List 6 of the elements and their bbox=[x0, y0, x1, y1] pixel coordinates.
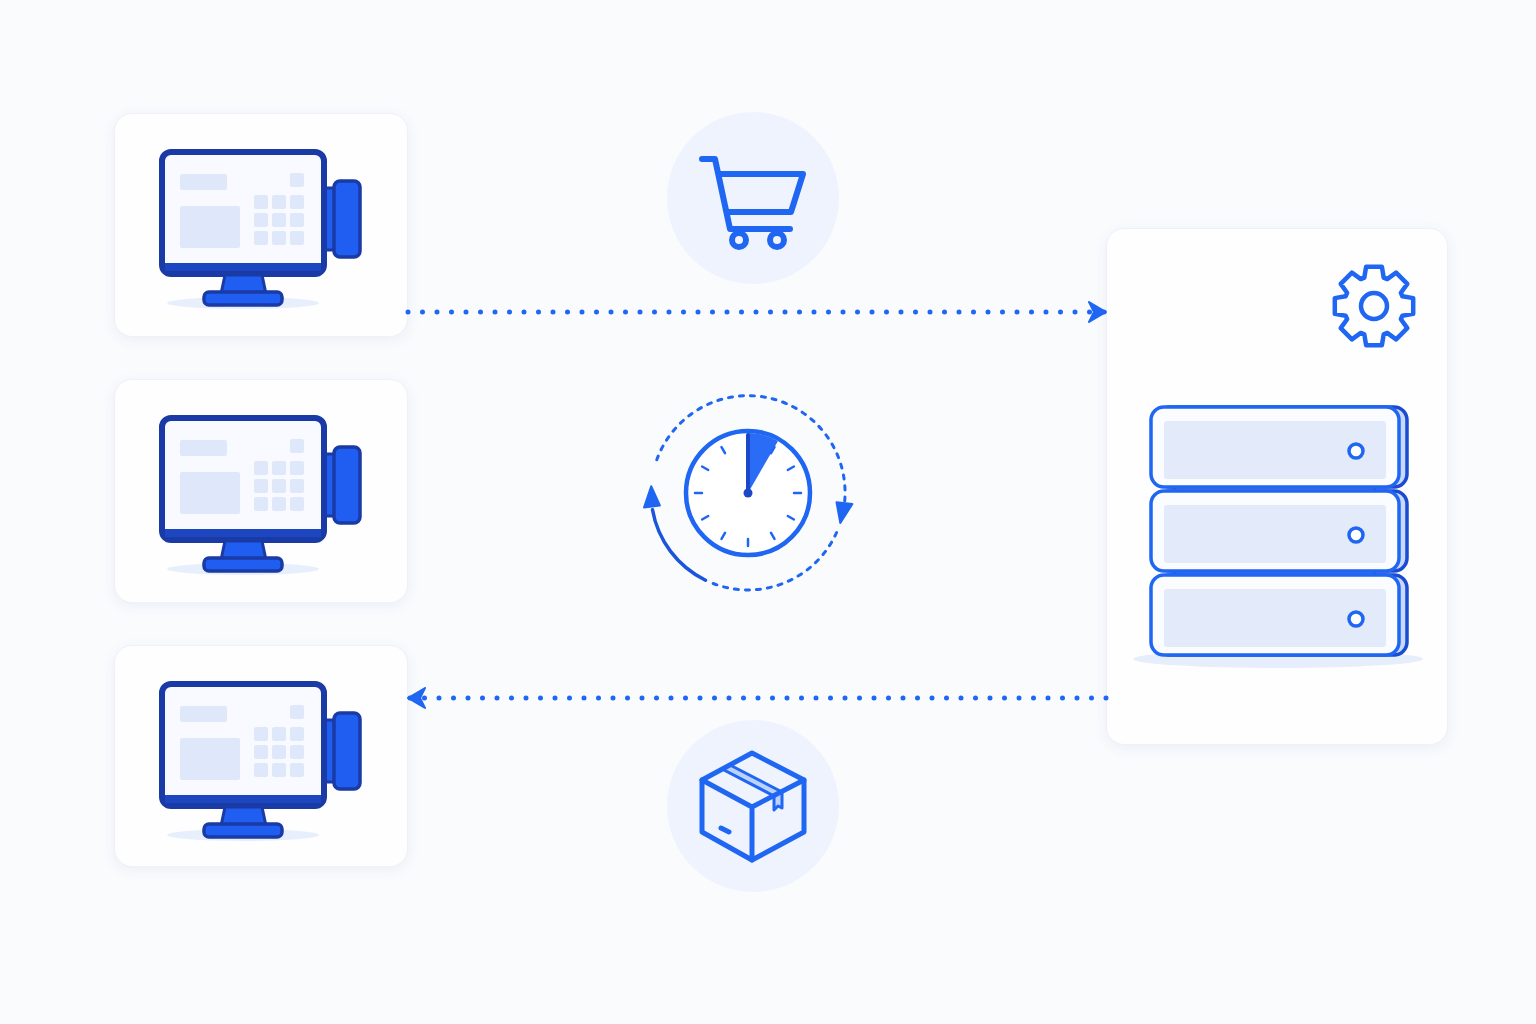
terminal-card bbox=[114, 113, 408, 337]
server-card bbox=[1106, 228, 1448, 745]
terminal-card bbox=[114, 645, 408, 867]
dotted-arrow bbox=[405, 687, 1109, 709]
terminal-card bbox=[114, 379, 408, 603]
dotted-arrow bbox=[405, 301, 1109, 323]
